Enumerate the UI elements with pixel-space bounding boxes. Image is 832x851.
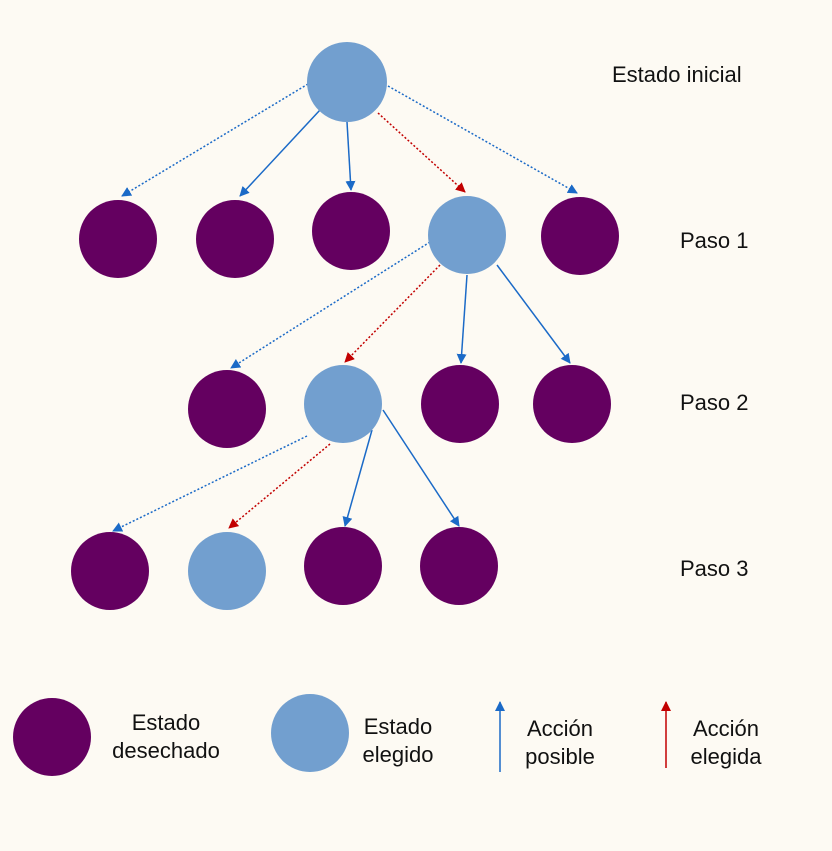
edge-possible [112, 435, 308, 532]
node-step3-2 [188, 532, 266, 610]
edge-possible [456, 274, 468, 364]
legend-chosen-action-line2: elegida [690, 744, 762, 769]
legend-chosen-line1: Estado [363, 714, 433, 739]
edges-level-1 [121, 83, 578, 197]
level-label-step3: Paso 3 [680, 556, 749, 581]
edge-chosen [377, 112, 466, 193]
edges-level-2 [230, 241, 571, 369]
node-initial [307, 42, 387, 122]
legend-discarded-line1: Estado [131, 710, 201, 735]
node-step3-1 [71, 532, 149, 610]
edge-chosen [228, 443, 331, 529]
edge-possible [496, 264, 571, 364]
legend-possible-action-line1: Acción [526, 716, 594, 741]
legend-discarded-line2: desechado [112, 738, 220, 763]
edge-possible [387, 85, 578, 194]
level-label-initial: Estado inicial [612, 62, 742, 87]
edges-level-3 [112, 409, 460, 532]
edge-possible [230, 241, 431, 369]
legend-discarded-swatch [13, 698, 91, 776]
node-step1-1 [79, 200, 157, 278]
edge-possible [121, 83, 309, 197]
edge-possible [382, 409, 460, 527]
node-step1-5 [541, 197, 619, 275]
edge-chosen [344, 264, 441, 363]
legend-possible-action-label: Acción posible [510, 715, 610, 771]
level-label-step2: Paso 2 [680, 390, 749, 415]
level-label-step1: Paso 1 [680, 228, 749, 253]
edge-possible [239, 109, 321, 197]
node-step1-2 [196, 200, 274, 278]
node-step2-1 [188, 370, 266, 448]
node-step3-3 [304, 527, 382, 605]
edge-possible [345, 121, 356, 191]
node-step2-3 [421, 365, 499, 443]
legend-chosen-line2: elegido [362, 742, 434, 767]
node-step1-4 [428, 196, 506, 274]
legend-chosen-action-line1: Acción [692, 716, 760, 741]
node-step3-4 [420, 527, 498, 605]
legend-chosen-label: Estado elegido [348, 713, 448, 769]
node-step2-4 [533, 365, 611, 443]
node-step2-2 [304, 365, 382, 443]
edge-possible [342, 429, 373, 527]
legend-chosen-swatch [271, 694, 349, 772]
node-step1-3 [312, 192, 390, 270]
legend-chosen-action-label: Acción elegida [676, 715, 776, 771]
legend-possible-action-line2: posible [525, 744, 595, 769]
legend-discarded-label: Estado desechado [96, 709, 236, 765]
